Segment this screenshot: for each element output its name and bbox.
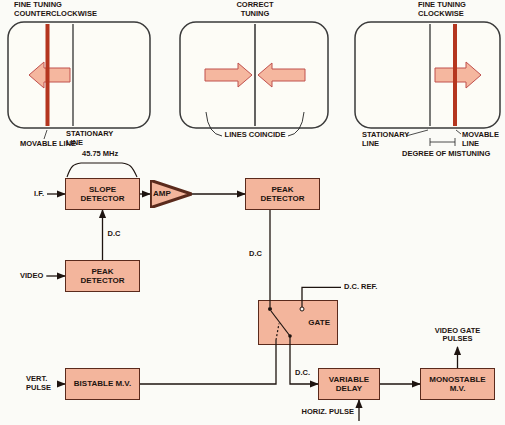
direction-arrow xyxy=(205,63,252,87)
signal-connector xyxy=(190,193,245,194)
movable-line xyxy=(46,24,50,126)
dimension-tick xyxy=(455,138,456,146)
delay-box: VARIABLE DELAY xyxy=(318,368,380,400)
output-arrow xyxy=(457,347,458,368)
detector-box: PEAK DETECTOR xyxy=(65,260,140,292)
annotation-label: VIDEO xyxy=(20,272,43,281)
dimension-line xyxy=(430,142,455,143)
signal-connector xyxy=(290,345,318,384)
annotation-label: FINE TUNING CLOCKWISE xyxy=(418,1,502,18)
node-text: BISTABLE M.V. xyxy=(74,379,131,388)
leader-line xyxy=(406,130,428,136)
leader-line xyxy=(456,130,461,134)
node-text: VARIABLE DELAY xyxy=(323,375,375,393)
multivibrator-box: MONOSTABLE M.V. xyxy=(420,368,495,400)
node-text: PEAK DETECTOR xyxy=(70,267,135,285)
text-group: GATE xyxy=(308,318,330,327)
stationary-line xyxy=(72,24,73,126)
direction-arrow xyxy=(258,63,305,87)
text-group: VARIABLE DELAY xyxy=(323,375,375,393)
text-group: MONOSTABLE M.V. xyxy=(425,375,490,393)
signal-connector xyxy=(380,383,420,384)
node-text: SLOPE DETECTOR xyxy=(70,185,135,203)
annotation-label: VERT. PULSE xyxy=(26,375,58,392)
node-text: MONOSTABLE M.V. xyxy=(425,375,490,393)
annotation-label: MOVABLE LINE xyxy=(462,131,502,148)
node-text: GATE xyxy=(308,318,330,327)
node-text: AMP xyxy=(153,189,171,198)
annotation-label: D.C. REF. xyxy=(344,283,377,292)
multivibrator-box: BISTABLE M.V. xyxy=(65,368,140,400)
signal-connector xyxy=(140,193,150,194)
annotation-label: CORRECT TUNING xyxy=(225,1,285,18)
annotation-label: DEGREE OF MISTUNING xyxy=(402,150,490,159)
amplifier-triangle: AMP xyxy=(150,180,192,208)
dimension-tick xyxy=(430,138,431,146)
annotation-label: I.F. xyxy=(34,190,44,199)
annotation-label: 45.75 MHz xyxy=(82,150,118,159)
tv-screen xyxy=(355,22,500,128)
text-group: AMP xyxy=(153,189,171,198)
tv-screen xyxy=(8,22,150,128)
annotation-label: STATIONARY LINE xyxy=(66,130,106,147)
text-group: BISTABLE M.V. xyxy=(74,379,131,388)
direction-arrow xyxy=(435,62,481,88)
signal-connector xyxy=(140,345,276,384)
detector-box: SLOPE DETECTOR xyxy=(65,178,140,210)
text-group: SLOPE DETECTOR xyxy=(70,185,135,203)
detector-box: PEAK DETECTOR xyxy=(245,178,320,210)
text-group: PEAK DETECTOR xyxy=(70,267,135,285)
coinciding-lines xyxy=(254,24,255,126)
passband-curve xyxy=(67,163,137,177)
input-arrow xyxy=(358,400,359,421)
edge-label: D.C xyxy=(248,250,263,258)
gate-box: GATE xyxy=(258,300,338,345)
tv-screen xyxy=(180,22,328,128)
signal-connector xyxy=(102,210,103,260)
edge-label: D.C. xyxy=(294,369,311,377)
text-group: PEAK DETECTOR xyxy=(250,185,315,203)
movable-line xyxy=(453,24,457,126)
input-arrow xyxy=(47,193,65,194)
stationary-line xyxy=(429,24,430,126)
leader-line xyxy=(44,130,47,139)
input-arrow xyxy=(46,275,65,276)
node-text: PEAK DETECTOR xyxy=(250,185,315,203)
reference-line xyxy=(302,287,341,300)
amplifier-outline xyxy=(150,180,191,207)
edge-label: D.C xyxy=(107,230,122,238)
signal-connector xyxy=(269,210,270,300)
annotation-label: VIDEO GATE PULSES xyxy=(433,327,483,344)
annotation-label: STATIONARY LINE xyxy=(362,131,406,148)
annotation-label: HORIZ. PULSE xyxy=(301,408,354,417)
annotation-label: FINE TUNING COUNTERCLOCKWISE xyxy=(14,1,110,18)
annotation-label: LINES COINCIDE xyxy=(222,131,288,140)
